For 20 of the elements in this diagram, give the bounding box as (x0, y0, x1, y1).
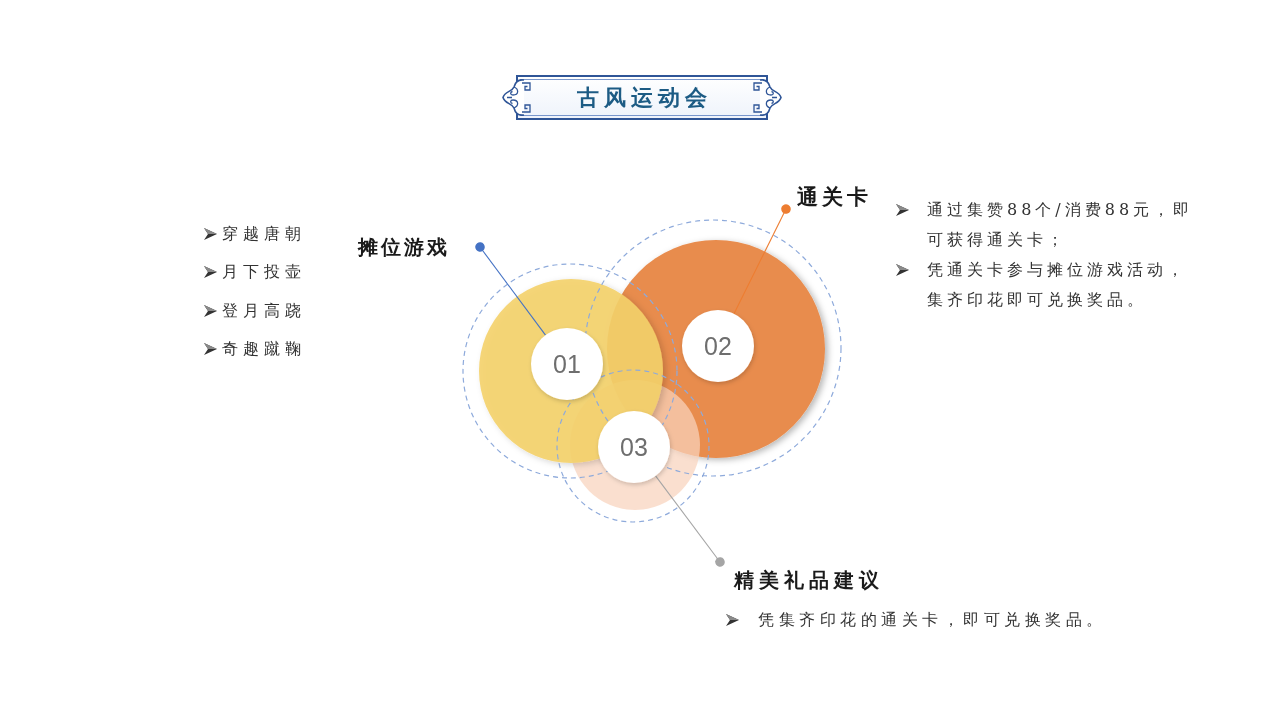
leader-line (733, 204, 791, 315)
number-disc (598, 411, 670, 483)
bullet-text: 凭集齐印花的通关卡，即可兑换奖品。 (758, 609, 1108, 631)
section-heading: 精美礼品建议 (725, 564, 897, 596)
section-heading: 通关卡 (791, 181, 877, 212)
bullet-text: 奇趣蹴鞠 (222, 338, 307, 360)
bullet-text: 通过集赞88个/消费88元，即可获得通关卡； (927, 199, 1195, 251)
step-number: 01 (552, 349, 582, 379)
leader-line (475, 242, 547, 336)
leader-line (655, 475, 725, 567)
bullet-text: 穿越唐朝 (222, 223, 307, 245)
number-disc (682, 310, 754, 382)
title-text: 古风运动会 (576, 84, 713, 111)
step-number: 03 (619, 432, 649, 462)
bullet-text: 月下投壶 (222, 261, 307, 283)
section-heading: 摊位游戏 (356, 233, 475, 261)
step-number: 02 (703, 331, 733, 361)
number-disc (531, 328, 603, 400)
bullet-text: 凭通关卡参与摊位游戏活动，集齐印花即可兑换奖品。 (927, 259, 1188, 311)
bullet-text: 登月高跷 (222, 300, 307, 322)
